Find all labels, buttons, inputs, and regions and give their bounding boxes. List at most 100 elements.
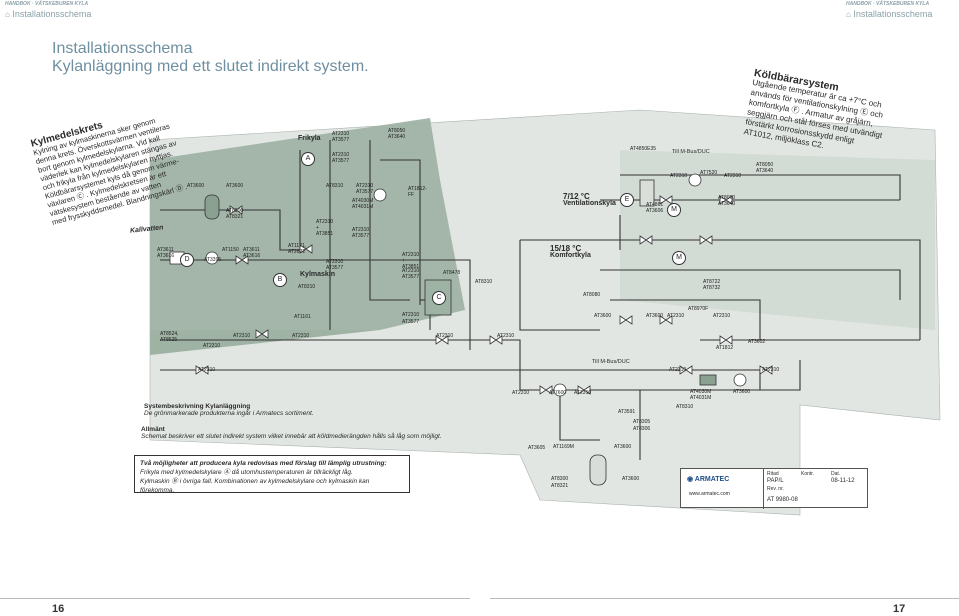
tb-drawing-no: AT 9980-08 bbox=[767, 497, 798, 503]
system-desc-heading: Systembeskrivning Kylanläggning bbox=[144, 403, 251, 410]
two-ways-heading: Två möjligheter att producera kyla redov… bbox=[140, 460, 387, 467]
armatec-mark-icon: ◉ bbox=[687, 476, 694, 483]
header-right-small: HANDBOK · VÄTSKEBUREN KYLA bbox=[846, 1, 930, 7]
at-label: AT3577 bbox=[326, 265, 344, 271]
marker-m1: M bbox=[667, 203, 681, 217]
komfort-temp: 15/18 °C bbox=[550, 244, 582, 253]
footer-rule-left bbox=[0, 598, 470, 599]
at-label: AT3600 bbox=[622, 476, 640, 482]
header-left-section-text: Installationsschema bbox=[12, 9, 92, 19]
at-label: AT8305 bbox=[633, 419, 651, 425]
at-label: AT2310 bbox=[762, 367, 780, 373]
at-label: AT8310 bbox=[475, 279, 493, 285]
green-frikyla-area bbox=[150, 118, 465, 330]
at-label: AT8080 bbox=[583, 292, 601, 298]
pipes bbox=[160, 140, 921, 460]
at-label: AT8050 bbox=[388, 128, 406, 134]
at-label: AT4030M bbox=[690, 389, 712, 395]
allmant-text: Schemat beskriver ett slutet indirekt sy… bbox=[141, 433, 442, 440]
at-label: AT8300 bbox=[226, 208, 244, 214]
komfort-label: Komfortkyla bbox=[550, 252, 591, 259]
at-label: AT8310 bbox=[326, 183, 344, 189]
equipment bbox=[169, 173, 747, 486]
at-label: AT2310 bbox=[203, 343, 221, 349]
marker-b: B bbox=[273, 273, 287, 287]
at-label: AT3600 bbox=[226, 183, 244, 189]
frikyla-label: Frikyla bbox=[298, 135, 321, 142]
header-right-section-text: Installationsschema bbox=[853, 9, 933, 19]
at-label: AT1150 bbox=[222, 247, 239, 253]
title-block: ◉ ARMATEC www.armatec.com Ritad PAP/L Ko… bbox=[680, 468, 868, 509]
till-mbus-top: Till M-Bus/DUC bbox=[672, 149, 710, 155]
tb-f1: Ritad bbox=[767, 471, 779, 477]
at-label: AT8970F bbox=[688, 306, 709, 312]
at-label: AT3600 bbox=[614, 444, 632, 450]
at-label: AT3606 bbox=[646, 208, 664, 214]
page-number-left: 16 bbox=[52, 603, 65, 615]
allmant-heading: Allmänt bbox=[141, 426, 165, 433]
at-label: AT4850E35 bbox=[630, 146, 657, 152]
at-label: AT3395 bbox=[204, 257, 222, 263]
at-label: AT1161 bbox=[294, 314, 311, 320]
armatec-url: www.armatec.com bbox=[689, 491, 730, 497]
at-label: AT2310 bbox=[352, 227, 370, 233]
at-label: AT2310 bbox=[497, 333, 515, 339]
tb-f3: Dat. bbox=[831, 471, 841, 477]
tb-f1-label: Ritad bbox=[767, 471, 779, 477]
at-label: AT2310 bbox=[670, 173, 688, 179]
at-label: AT4030M bbox=[352, 198, 374, 204]
home-icon: ⌂ bbox=[5, 10, 10, 19]
at-label: AT3591 bbox=[618, 409, 636, 415]
at-label: AT1812-FF bbox=[408, 186, 427, 198]
at-label: AT4031M bbox=[690, 395, 712, 401]
at-label: AT3640 bbox=[756, 168, 774, 174]
at-label: AT2310 bbox=[233, 333, 251, 339]
at-label: AT3577 bbox=[356, 189, 374, 195]
green-lower-area bbox=[150, 330, 380, 355]
header-left-section: ⌂ Installationsschema bbox=[5, 9, 91, 19]
at-label: AT7520 bbox=[700, 170, 718, 176]
marker-a: A bbox=[301, 152, 315, 166]
at-label: AT4031M bbox=[352, 204, 374, 210]
at-label: AT1812 bbox=[716, 345, 734, 351]
at-label: AT2310 bbox=[332, 152, 350, 158]
at-label: AT4861 bbox=[646, 202, 664, 208]
header-left-small: HANDBOK · VÄTSKEBUREN KYLA bbox=[5, 1, 89, 7]
at-label: AT8310 bbox=[676, 404, 694, 410]
armatec-logo: ◉ ARMATEC bbox=[687, 475, 729, 483]
at-label: AT3616 bbox=[243, 253, 261, 259]
at-label: AT3577 bbox=[332, 158, 350, 164]
page-number-right: 17 bbox=[893, 603, 906, 615]
at-label: AT2310 bbox=[356, 183, 374, 189]
at-label: AT7600 bbox=[549, 390, 567, 396]
ventilation-temp: 7/12 °C bbox=[563, 192, 590, 201]
at-label: AT3600 bbox=[733, 389, 751, 395]
logo-area: ◉ ARMATEC www.armatec.com bbox=[681, 469, 764, 509]
at-label: AT8306 bbox=[633, 426, 651, 432]
at-label: AT2310 bbox=[669, 367, 687, 373]
at-label: AT3640 bbox=[388, 134, 406, 140]
at-label: AT8321 bbox=[551, 483, 569, 489]
at-label: AT2310 bbox=[198, 367, 216, 373]
at-label: AT2310 bbox=[402, 312, 420, 318]
at-label: AT1169M bbox=[553, 444, 574, 450]
at-label: AT3600 bbox=[646, 313, 664, 319]
at-label: AT3605 bbox=[528, 445, 546, 451]
at-label: AT8050 bbox=[756, 162, 774, 168]
at-label: AT2310 bbox=[436, 333, 454, 339]
at-label: AT8300 bbox=[551, 476, 569, 482]
valves bbox=[195, 195, 773, 395]
at-label: AT3640 bbox=[718, 201, 736, 207]
footer-rule-right bbox=[490, 598, 959, 599]
at-label: AT8524, AT8525 bbox=[160, 331, 179, 343]
at-label: AT2310 + AT3851 bbox=[316, 219, 334, 237]
at-label: AT3600 bbox=[187, 183, 205, 189]
tb-f3-val: 08-11-12 bbox=[831, 478, 855, 484]
page-title: Installationsschema bbox=[52, 40, 193, 57]
at-label: AT2310 bbox=[326, 259, 344, 265]
at-label: AT1171, AT2672 bbox=[288, 243, 307, 255]
header-right-section: ⌂ Installationsschema bbox=[846, 9, 932, 19]
marker-e: E bbox=[620, 193, 634, 207]
at-label: AT3577 bbox=[332, 137, 350, 143]
